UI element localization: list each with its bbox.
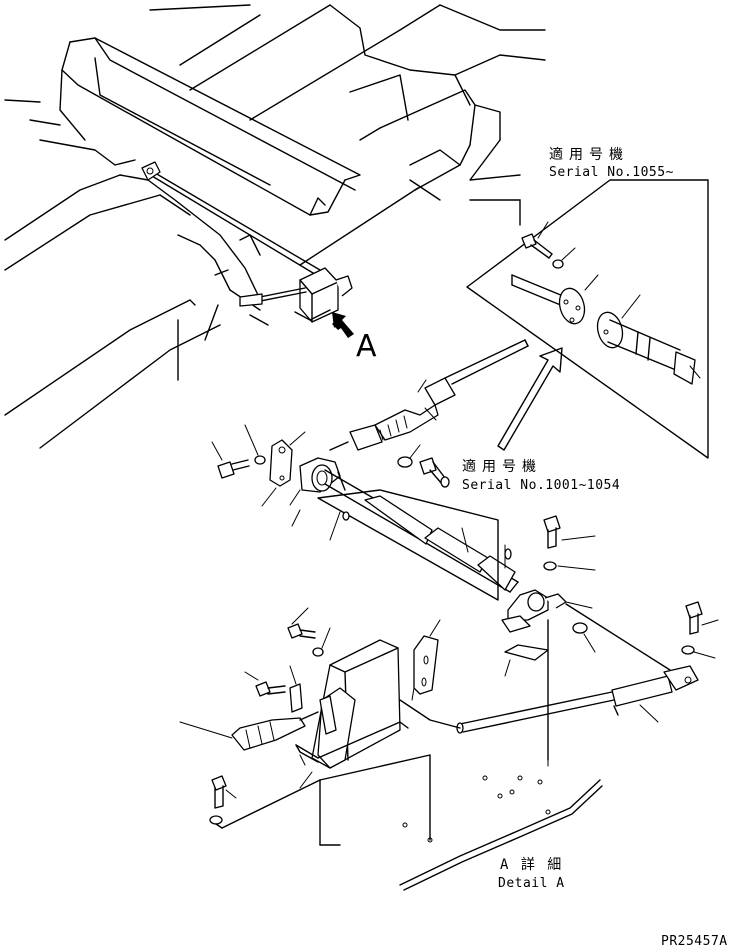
break-line [399, 779, 603, 891]
detail-en-label: Detail A [498, 876, 565, 891]
drawing-number: PR25457A [661, 934, 728, 949]
inset-arrow [497, 347, 563, 451]
inset-new-serial [466, 179, 709, 459]
main-shaft-assembly [211, 339, 529, 601]
serial-old-label: Serial No.1001~1054 [462, 478, 621, 493]
serial-old-jp-label: 適用号機 [462, 459, 542, 475]
view-direction-arrow-icon [332, 312, 354, 338]
view-marker-label: A [356, 329, 377, 364]
serial-new-jp-label: 適用号機 [549, 147, 629, 163]
cable-run [141, 161, 353, 323]
chassis-frame [4, 4, 546, 449]
detail-jp-label: A 詳 細 [500, 857, 564, 873]
floor-holes [482, 775, 551, 815]
serial-new-label: Serial No.1055~ [549, 165, 674, 180]
control-lever-box [179, 607, 461, 846]
bracket-assembly [456, 515, 719, 767]
